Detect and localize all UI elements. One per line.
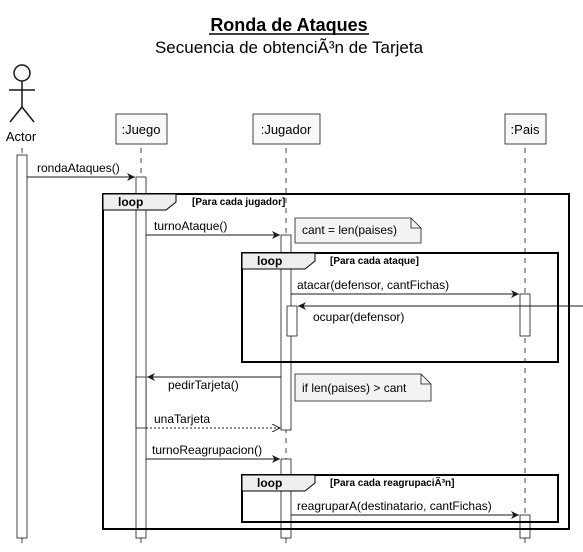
participant-pais-box bbox=[504, 113, 547, 145]
loop-frame-ataque-keyword: loop bbox=[257, 254, 282, 268]
msg-una-label: unaTarjeta bbox=[154, 412, 210, 426]
message-arrows bbox=[27, 173, 583, 519]
diagram-subtitle: Secuencia de obtenciÃ³n de Tarjeta bbox=[155, 38, 424, 57]
loop-frame-reagrupacion-condition: [Para cada reagrupaciÃ³n] bbox=[330, 476, 455, 489]
msg-turno-label: turnoAtaque() bbox=[154, 219, 227, 233]
note-iflen: if len(paises) > cant bbox=[294, 373, 432, 402]
loop-frame-jugador-tab bbox=[102, 193, 177, 211]
participant-juego-label: :Juego bbox=[121, 122, 160, 137]
note-iflen-text: if len(paises) > cant bbox=[302, 381, 407, 395]
activation-bars bbox=[16, 154, 531, 539]
msg-ocupar-label: ocupar(defensor) bbox=[313, 310, 404, 324]
loop-frame-ataque bbox=[241, 252, 559, 363]
activation-pais-2 bbox=[519, 514, 531, 539]
actor-icon bbox=[9, 64, 35, 123]
participant-juego-box bbox=[115, 113, 168, 145]
loop-frame-reagrupacion-keyword: loop bbox=[257, 476, 282, 490]
diagram-title: Ronda de Ataques bbox=[210, 15, 367, 35]
activation-juego bbox=[135, 176, 147, 539]
msg-reagA-label: reagruparA(destinatario, cantFichas) bbox=[297, 499, 492, 513]
msg-ronda-label: rondaAtaques() bbox=[37, 161, 120, 175]
loop-frame-jugador-condition: [Para cada jugador] bbox=[192, 197, 285, 208]
activation-actor bbox=[16, 154, 28, 539]
participant-pais-label: :Pais bbox=[511, 122, 540, 137]
participant-jugador-box bbox=[252, 113, 321, 145]
actor-label: Actor bbox=[6, 129, 37, 144]
loop-frame-ataque-tab bbox=[241, 252, 316, 270]
loop-frame-ataque-condition: [Para cada ataque] bbox=[330, 256, 419, 267]
note-cant: cant = len(paises) bbox=[294, 217, 422, 244]
msg-reag-label: turnoReagrupacion() bbox=[152, 443, 262, 457]
participant-jugador-label: :Jugador bbox=[261, 122, 312, 137]
activation-juego-nested bbox=[135, 376, 147, 429]
msg-pedir-label: pedirTarjeta() bbox=[168, 378, 239, 392]
loop-frame-reagrupacion-tab bbox=[241, 474, 316, 492]
loop-frame-jugador-keyword: loop bbox=[118, 195, 143, 209]
note-cant-text: cant = len(paises) bbox=[302, 223, 397, 237]
activation-jugador-nested bbox=[286, 305, 298, 337]
activation-pais-1 bbox=[519, 293, 531, 337]
loop-frame-jugador bbox=[102, 193, 570, 530]
msg-atacar-label: atacar(defensor, cantFichas) bbox=[297, 278, 449, 292]
loop-frame-reagrupacion bbox=[241, 474, 559, 523]
activation-jugador-2 bbox=[280, 458, 292, 539]
